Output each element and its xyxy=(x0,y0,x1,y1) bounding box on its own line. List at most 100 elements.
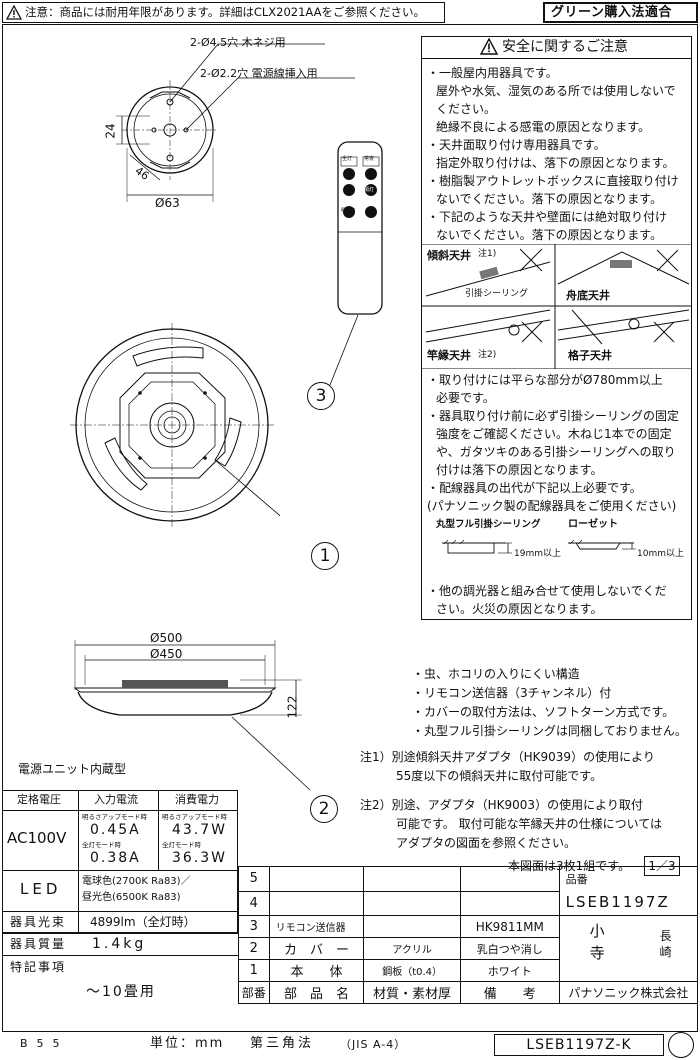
spec-header-voltage: 定格電圧 xyxy=(17,793,61,806)
warning-icon xyxy=(6,5,22,20)
footer-jis: （JIS A-4） xyxy=(340,1038,407,1051)
parts-header-material: 材質・素材厚 xyxy=(363,981,461,1004)
safety-line: ・下記のような天井や壁面には絶対取り付け xyxy=(427,210,668,224)
footer-angle: 第三角法 xyxy=(250,1036,315,1051)
spec-mass-val: 1.4kg xyxy=(92,936,147,952)
part-material xyxy=(363,915,461,938)
ceiling-beam-note: 注2) xyxy=(478,350,497,360)
remote-drawing xyxy=(337,141,383,315)
spec-flux-val: 4899lm（全灯時） xyxy=(90,915,196,929)
product-no-cell: 品番 LSEB1197Z xyxy=(558,866,699,916)
part-name: 本 体 xyxy=(268,959,365,982)
safety-line: 屋外や水気、湿気のある所では使用しないで xyxy=(436,84,676,98)
safety-line: 絶縁不良による感電の原因となります。 xyxy=(436,120,651,134)
safety-line: ・他の調光器と組み合せて使用しないでくだ xyxy=(427,584,667,598)
revision-circle xyxy=(668,1032,694,1058)
hole-label-wood-screw: 2-Ø4.5穴 木ネジ用 xyxy=(190,36,286,49)
parts-row: 5 品番 LSEB1197Z xyxy=(238,866,699,916)
dim-122: 122 xyxy=(285,695,300,719)
footer-code: B55 xyxy=(20,1037,69,1050)
note-1: 注1）別途傾斜天井アダプタ（HK9039）の使用により 55度以下の傾斜天井に取… xyxy=(360,748,655,786)
ceiling-hook-label: 引掛シーリング xyxy=(465,289,529,299)
ceiling-grid-label: 格子天井 xyxy=(568,349,612,362)
safety-box xyxy=(421,36,692,620)
part-name xyxy=(268,866,365,892)
product-label: 品番 xyxy=(565,873,588,886)
spec-special-val: ～10畳用 xyxy=(86,984,156,1000)
spec-power-1: 43.7W xyxy=(172,822,228,838)
safety-line: ・一般屋内用器具です。 xyxy=(427,66,558,80)
drawing-number: LSEB1197Z-K xyxy=(494,1034,664,1056)
part-no: 2 xyxy=(238,937,270,960)
safety-line: ないでください。落下の原因となります。 xyxy=(436,228,663,242)
product-no: LSEB1197Z xyxy=(565,893,670,911)
part-no: 3 xyxy=(238,915,270,938)
parts-table: 5 品番 LSEB1197Z 4 3 リモコン送信器 HK9811MM 小 寺 … xyxy=(238,866,699,1004)
remote-label-full: 全灯 xyxy=(342,156,353,162)
safety-line: (パナソニック製の配線器具をご使用ください) xyxy=(427,499,677,513)
callout-1: 1 xyxy=(311,542,339,570)
remote-button-labels: 全灯 常夜 明るさ 消灯 xyxy=(339,148,383,218)
callout-3-leader xyxy=(329,315,359,386)
part-no: 4 xyxy=(238,890,270,916)
part-note xyxy=(459,890,560,916)
safety-line: ください。 xyxy=(436,102,497,116)
notice-text: 注意：商品には耐用年限があります。詳細はCLX2021AAをご参照ください。 xyxy=(25,5,425,19)
sign-char: 小 xyxy=(589,922,605,940)
remote-label-bright: 明るさ xyxy=(341,208,357,214)
safety-line: や、ガタツキのある引掛シーリングへの取り xyxy=(436,445,676,459)
callout-3: 3 xyxy=(307,382,335,410)
spec-divider xyxy=(2,933,238,934)
protrusion-diagram xyxy=(442,539,636,554)
safety-line: ・天井面取り付け専用器具です。 xyxy=(427,138,606,152)
fixture-side-view xyxy=(73,640,311,791)
protrusion-dim-1: 19mm以上 xyxy=(514,549,561,559)
feature-item: ・丸型フル引掛シーリングは同梱しておりません。 xyxy=(412,724,687,738)
dim-63: Ø63 xyxy=(155,196,180,210)
part-note: 乳白つや消し xyxy=(459,937,560,960)
part-name: リモコン送信器 xyxy=(268,915,365,938)
note-1-line: 55度以下の傾斜天井に取付可能です。 xyxy=(396,769,603,783)
safety-title-bar xyxy=(421,36,692,59)
protrusion-dim-2: 10mm以上 xyxy=(637,549,684,559)
part-material xyxy=(363,866,461,892)
dim-24: 24 xyxy=(103,123,118,139)
note-1-line: 注1）別途傾斜天井アダプタ（HK9039）の使用により xyxy=(360,750,655,764)
part-name: カ バ ー xyxy=(268,937,365,960)
drawing-frame xyxy=(2,24,698,1032)
ceiling-beam-label: 竿縁天井 xyxy=(427,349,471,362)
part-note xyxy=(459,866,560,892)
part-no: 1 xyxy=(238,959,270,982)
feature-item: ・リモコン送信器（3チャンネル）付 xyxy=(412,686,612,700)
safety-list-1: ・一般屋内用器具です。 屋外や水気、湿気のある所では使用しないで ください。 絶… xyxy=(427,64,679,244)
green-purchase-badge xyxy=(543,2,698,23)
dim-450: Ø450 xyxy=(150,647,183,661)
part-note: HK9811MM xyxy=(459,915,560,938)
remote-label-night: 常夜 xyxy=(364,156,375,162)
hole-label-wire: 2-Ø2.2穴 電源線挿入用 xyxy=(200,67,318,80)
safety-list-2: ・取り付けには平らな部分がØ780mm以上 必要です。 ・器具取り付け前に必ず引… xyxy=(427,371,679,515)
safety-list-3: ・他の調光器と組み合せて使用しないでくだ さい。火災の原因となります。 xyxy=(427,582,667,618)
sign-char: 寺 xyxy=(589,944,605,962)
spec-power-2: 36.3W xyxy=(172,850,228,866)
spec-mode-bright-2: 明るさアップモード時 xyxy=(162,813,227,821)
feature-list: ・虫、ホコリの入りにくい構造 ・リモコン送信器（3チャンネル）付 ・カバーの取付… xyxy=(412,665,687,741)
parts-header-note: 備 考 xyxy=(459,981,560,1004)
part-no: 5 xyxy=(238,866,270,892)
spec-mode-full-2: 全灯モード時 xyxy=(162,841,201,849)
feature-item: ・カバーの取付方法は、ソフトターン方式です。 xyxy=(412,705,675,719)
spec-header-power: 消費電力 xyxy=(175,793,219,806)
parts-header-row: 部番 部 品 名 材質・素材厚 備 考 パナソニック株式会社 xyxy=(238,981,699,1004)
spec-mode-full: 全灯モード時 xyxy=(82,841,121,849)
ceiling-fixture-label: 丸型フル引掛シーリング xyxy=(436,519,541,530)
part-note: ホワイト xyxy=(459,959,560,982)
ceiling-boat-label: 舟底天井 xyxy=(566,289,610,302)
ceiling-types-diagram xyxy=(422,244,692,369)
safety-line: ・樹脂製アウトレットボックスに直接取り付け xyxy=(427,174,679,188)
dim-500: Ø500 xyxy=(150,631,183,645)
rosette-label: ローゼット xyxy=(568,519,618,530)
green-purchase-label: グリーン購入法適合 xyxy=(551,5,672,20)
spec-current-1: 0.45A xyxy=(90,822,141,838)
parts-row: 3 リモコン送信器 HK9811MM 小 寺 長 崎 xyxy=(238,915,699,982)
safety-line: 指定外取り付けは、落下の原因となります。 xyxy=(436,156,675,170)
